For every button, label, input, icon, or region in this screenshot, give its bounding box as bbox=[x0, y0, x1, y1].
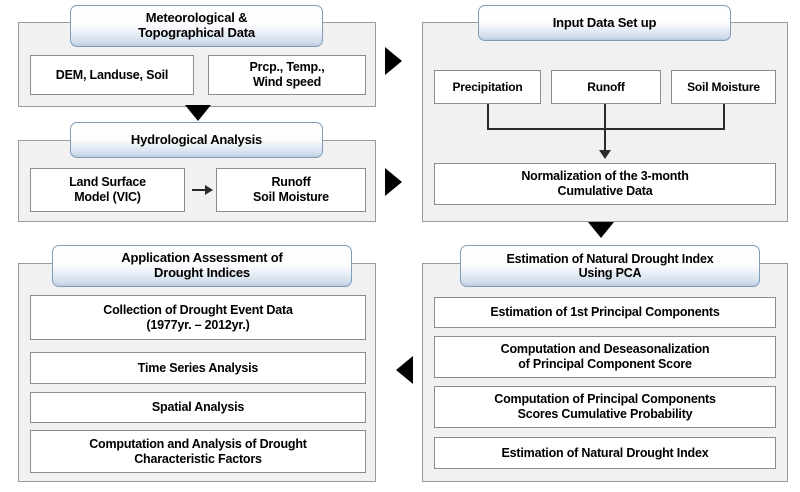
node-prcp-temp-wind: Prcp., Temp., Wind speed bbox=[208, 55, 366, 95]
header-meteorological: Meteorological & Topographical Data bbox=[70, 5, 323, 47]
node-computation-deseasonalization: Computation and Deseasonalization of Pri… bbox=[434, 336, 776, 378]
node-land-surface-model-line1: Land Surface bbox=[69, 175, 146, 189]
node-runoff-soil-moisture: Runoff Soil Moisture bbox=[216, 168, 366, 212]
header-hydrological-label: Hydrological Analysis bbox=[130, 131, 263, 147]
header-pca-line2: Using PCA bbox=[578, 266, 642, 280]
node-computation-deseasonalization-line1: Computation and Deseasonalization bbox=[500, 342, 710, 356]
arrow-hydrological-to-input bbox=[385, 168, 402, 196]
node-normalization-line2: Cumulative Data bbox=[557, 184, 653, 198]
node-time-series-analysis: Time Series Analysis bbox=[30, 352, 366, 384]
node-estimation-natural-drought-index-label: Estimation of Natural Drought Index bbox=[501, 445, 709, 460]
node-precipitation-label: Precipitation bbox=[452, 79, 523, 94]
node-computation-drought-characteristic-factors: Computation and Analysis of Drought Char… bbox=[30, 430, 366, 473]
node-land-surface-model-line2: Model (VIC) bbox=[74, 190, 141, 204]
node-computation-cumulative-probability: Computation of Principal Components Scor… bbox=[434, 386, 776, 428]
arrow-input-to-pca bbox=[588, 222, 614, 238]
arrow-land-surface-to-runoff bbox=[205, 185, 213, 195]
header-pca: Estimation of Natural Drought Index Usin… bbox=[460, 245, 760, 287]
node-prcp-temp-wind-line1: Prcp., Temp., bbox=[249, 60, 325, 74]
node-runoff-label: Runoff bbox=[587, 79, 625, 94]
connector-precipitation-down bbox=[487, 104, 489, 130]
header-application: Application Assessment of Drought Indice… bbox=[52, 245, 352, 287]
header-input-data-label: Input Data Set up bbox=[552, 14, 657, 30]
node-computation-cumulative-probability-line2: Scores Cumulative Probability bbox=[517, 407, 693, 421]
node-land-surface-model: Land Surface Model (VIC) bbox=[30, 168, 185, 212]
node-spatial-analysis-label: Spatial Analysis bbox=[151, 400, 245, 414]
header-input-data: Input Data Set up bbox=[478, 5, 731, 41]
node-time-series-analysis-label: Time Series Analysis bbox=[137, 360, 259, 375]
node-collection-drought-event-data: Collection of Drought Event Data (1977yr… bbox=[30, 295, 366, 340]
arrow-pca-to-application bbox=[396, 356, 413, 384]
arrow-meteorological-to-hydrological bbox=[185, 105, 211, 121]
node-estimation-1st-principal-components: Estimation of 1st Principal Components bbox=[434, 297, 776, 328]
header-meteorological-line1: Meteorological & bbox=[145, 10, 248, 26]
header-application-line2: Drought Indices bbox=[154, 265, 250, 280]
node-computation-cumulative-probability-line1: Computation of Principal Components bbox=[494, 392, 716, 406]
node-soil-moisture: Soil Moisture bbox=[671, 70, 776, 104]
header-pca-line1: Estimation of Natural Drought Index bbox=[506, 251, 714, 266]
node-runoff-soil-moisture-line2: Soil Moisture bbox=[253, 190, 329, 204]
node-computation-deseasonalization-line2: of Principal Component Score bbox=[518, 357, 692, 371]
node-computation-drought-characteristic-factors-line2: Characteristic Factors bbox=[134, 451, 262, 466]
node-runoff: Runoff bbox=[551, 70, 661, 104]
header-application-line1: Application Assessment of bbox=[121, 250, 283, 266]
node-soil-moisture-label: Soil Moisture bbox=[687, 79, 760, 94]
node-estimation-1st-principal-components-label: Estimation of 1st Principal Components bbox=[490, 305, 720, 319]
header-hydrological: Hydrological Analysis bbox=[70, 122, 323, 158]
node-normalization-line1: Normalization of the 3-month bbox=[521, 169, 689, 183]
arrow-meteorological-to-input bbox=[385, 47, 402, 75]
connector-runoff-down bbox=[604, 104, 606, 152]
node-dem-landuse-soil: DEM, Landuse, Soil bbox=[30, 55, 194, 95]
node-precipitation: Precipitation bbox=[434, 70, 541, 104]
connector-merge-horizontal bbox=[487, 128, 725, 130]
connector-soil-moisture-down bbox=[723, 104, 725, 130]
node-collection-drought-event-data-line2: (1977yr. – 2012yr.) bbox=[146, 317, 250, 332]
connector-land-surface-to-runoff bbox=[192, 189, 206, 191]
node-dem-landuse-soil-label: DEM, Landuse, Soil bbox=[55, 67, 169, 82]
node-spatial-analysis: Spatial Analysis bbox=[30, 392, 366, 423]
header-meteorological-line2: Topographical Data bbox=[138, 25, 255, 40]
node-normalization: Normalization of the 3-month Cumulative … bbox=[434, 163, 776, 205]
node-collection-drought-event-data-line1: Collection of Drought Event Data bbox=[103, 302, 293, 317]
node-runoff-soil-moisture-line1: Runoff bbox=[271, 175, 311, 189]
node-computation-drought-characteristic-factors-line1: Computation and Analysis of Drought bbox=[89, 436, 307, 451]
arrow-input-nodes-to-normalization bbox=[599, 150, 611, 159]
node-prcp-temp-wind-line2: Wind speed bbox=[252, 75, 322, 89]
node-estimation-natural-drought-index: Estimation of Natural Drought Index bbox=[434, 437, 776, 469]
